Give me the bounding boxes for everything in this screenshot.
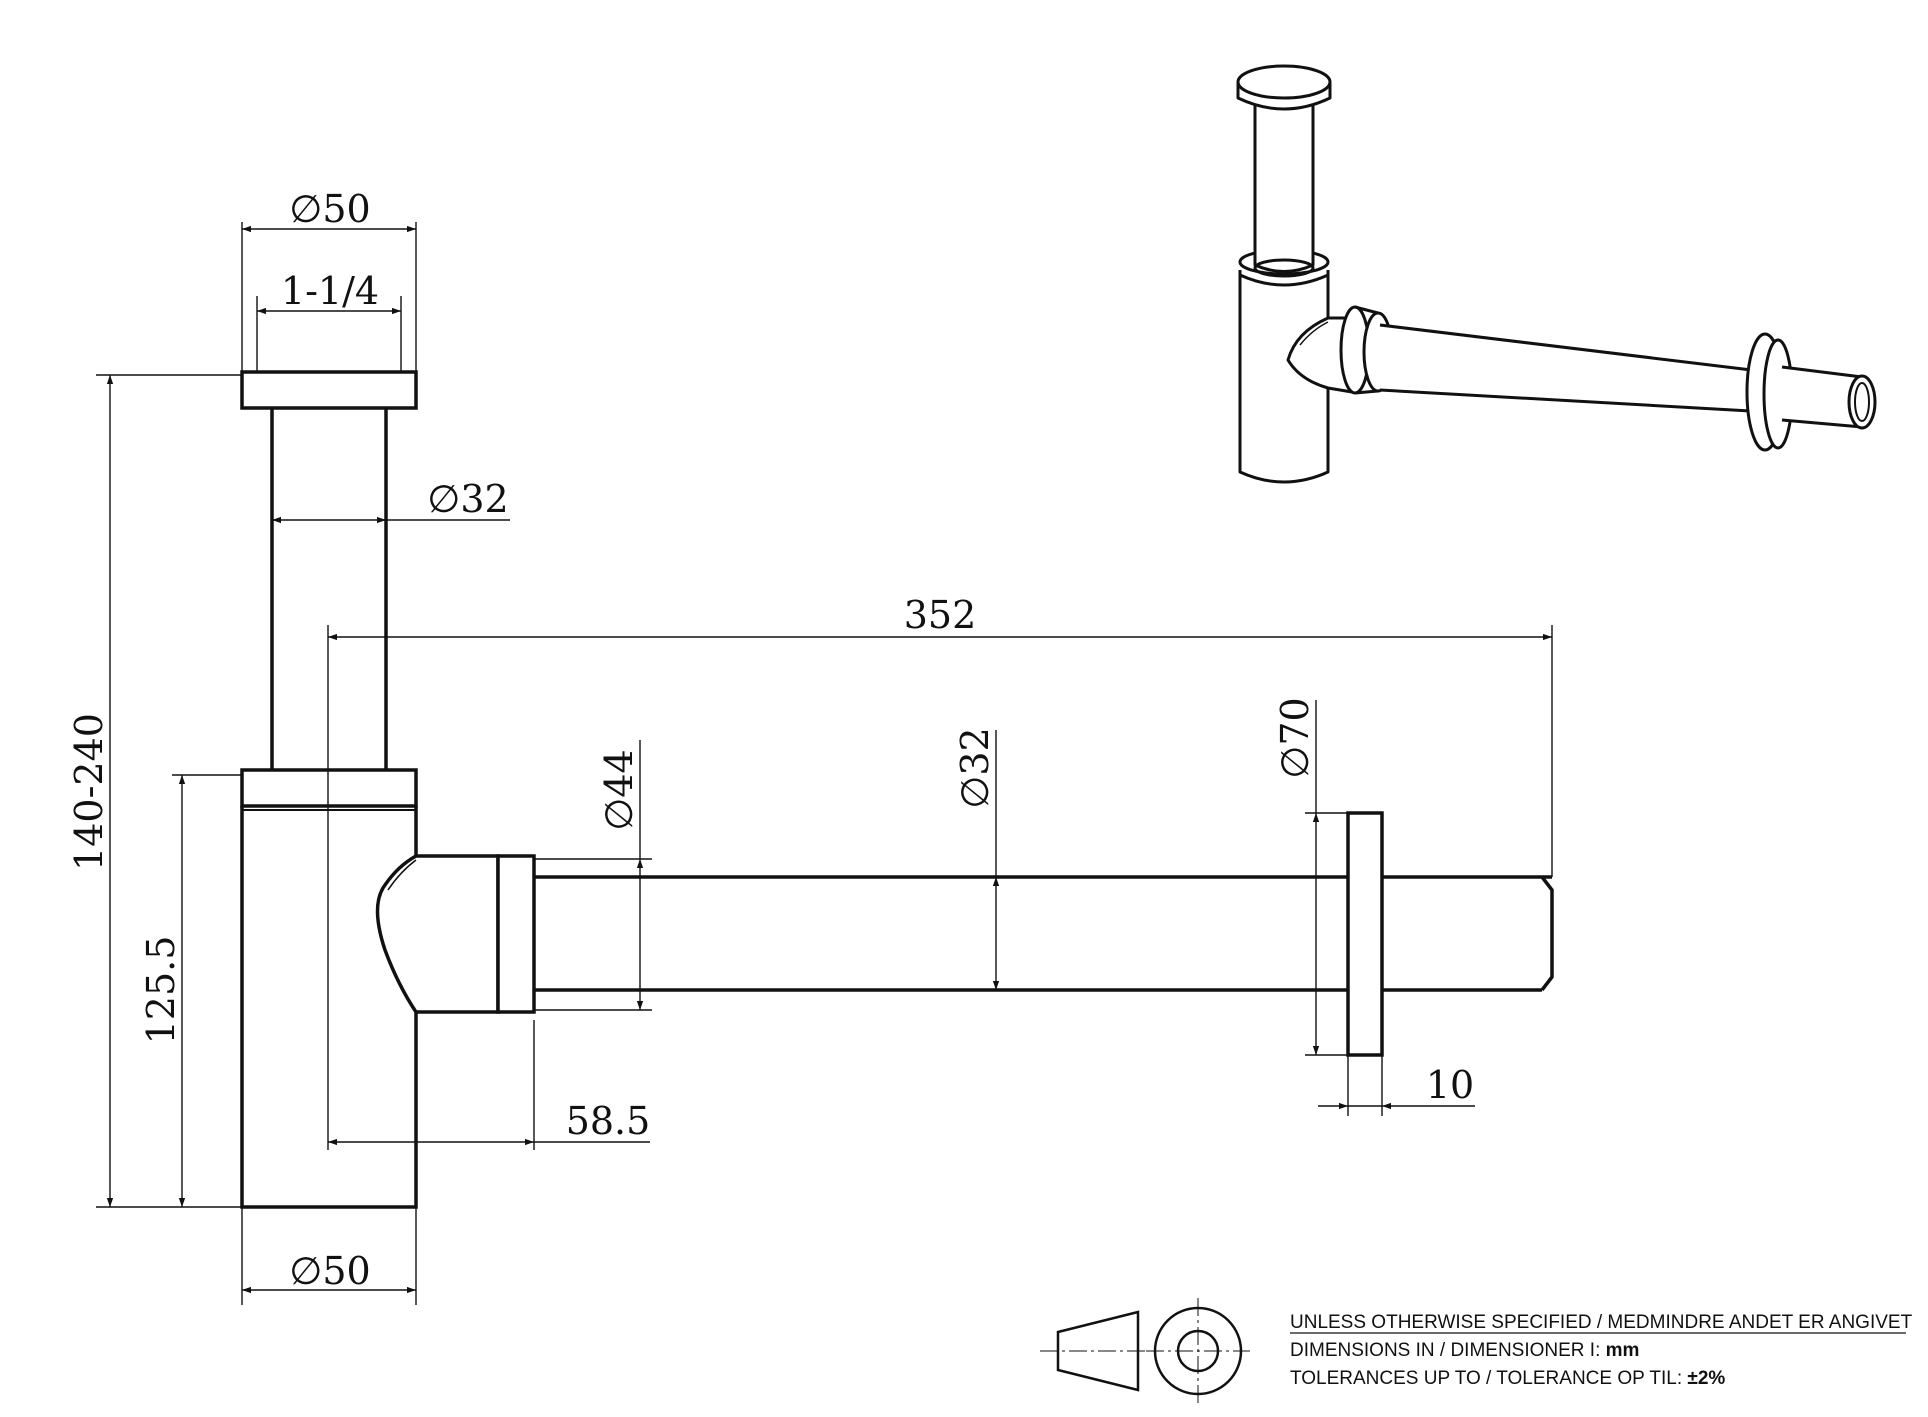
- front-view: [240, 370, 1554, 1209]
- trap-body: [240, 806, 418, 1209]
- dim-body-to-outlet: 58.5: [566, 1099, 651, 1143]
- dim-nut-dia: ∅44: [597, 749, 641, 830]
- wall-flange: [1346, 811, 1384, 1057]
- dim-total-length: 352: [904, 593, 977, 637]
- dim-body-height: 125.5: [139, 936, 183, 1045]
- projection-symbol: [1040, 1298, 1250, 1404]
- note-dimensions: DIMENSIONS IN / DIMENSIONER I: mm: [1290, 1340, 1639, 1361]
- note-tolerances-label: TOLERANCES UP TO / TOLERANCE OP TIL:: [1290, 1368, 1687, 1389]
- dim-flange-dia: ∅70: [1273, 697, 1317, 778]
- note-tolerances: TOLERANCES UP TO / TOLERANCE OP TIL: ±2%: [1290, 1368, 1725, 1389]
- isometric-view: [1236, 64, 1877, 484]
- notes-block: UNLESS OTHERWISE SPECIFIED / MEDMINDRE A…: [1290, 1312, 1913, 1389]
- top-cap: [240, 370, 418, 410]
- dim-thread: 1-1/4: [281, 269, 379, 313]
- dim-bottom-dia: ∅50: [289, 1249, 370, 1293]
- dim-height-range: 140-240: [67, 713, 111, 871]
- body-collar: [240, 768, 418, 808]
- dim-inlet-pipe-dia: ∅32: [427, 477, 508, 521]
- dim-top-outer-dia: ∅50: [289, 187, 370, 231]
- note-unless-specified: UNLESS OTHERWISE SPECIFIED / MEDMINDRE A…: [1290, 1312, 1913, 1333]
- note-tolerances-value: ±2%: [1687, 1368, 1725, 1389]
- dim-outlet-pipe-dia: ∅32: [953, 727, 997, 808]
- outlet-nut: [496, 854, 536, 1014]
- note-dimensions-label: DIMENSIONS IN / DIMENSIONER I:: [1290, 1340, 1606, 1361]
- dim-flange-thickness: 10: [1426, 1063, 1474, 1107]
- note-dimensions-unit: mm: [1606, 1340, 1640, 1361]
